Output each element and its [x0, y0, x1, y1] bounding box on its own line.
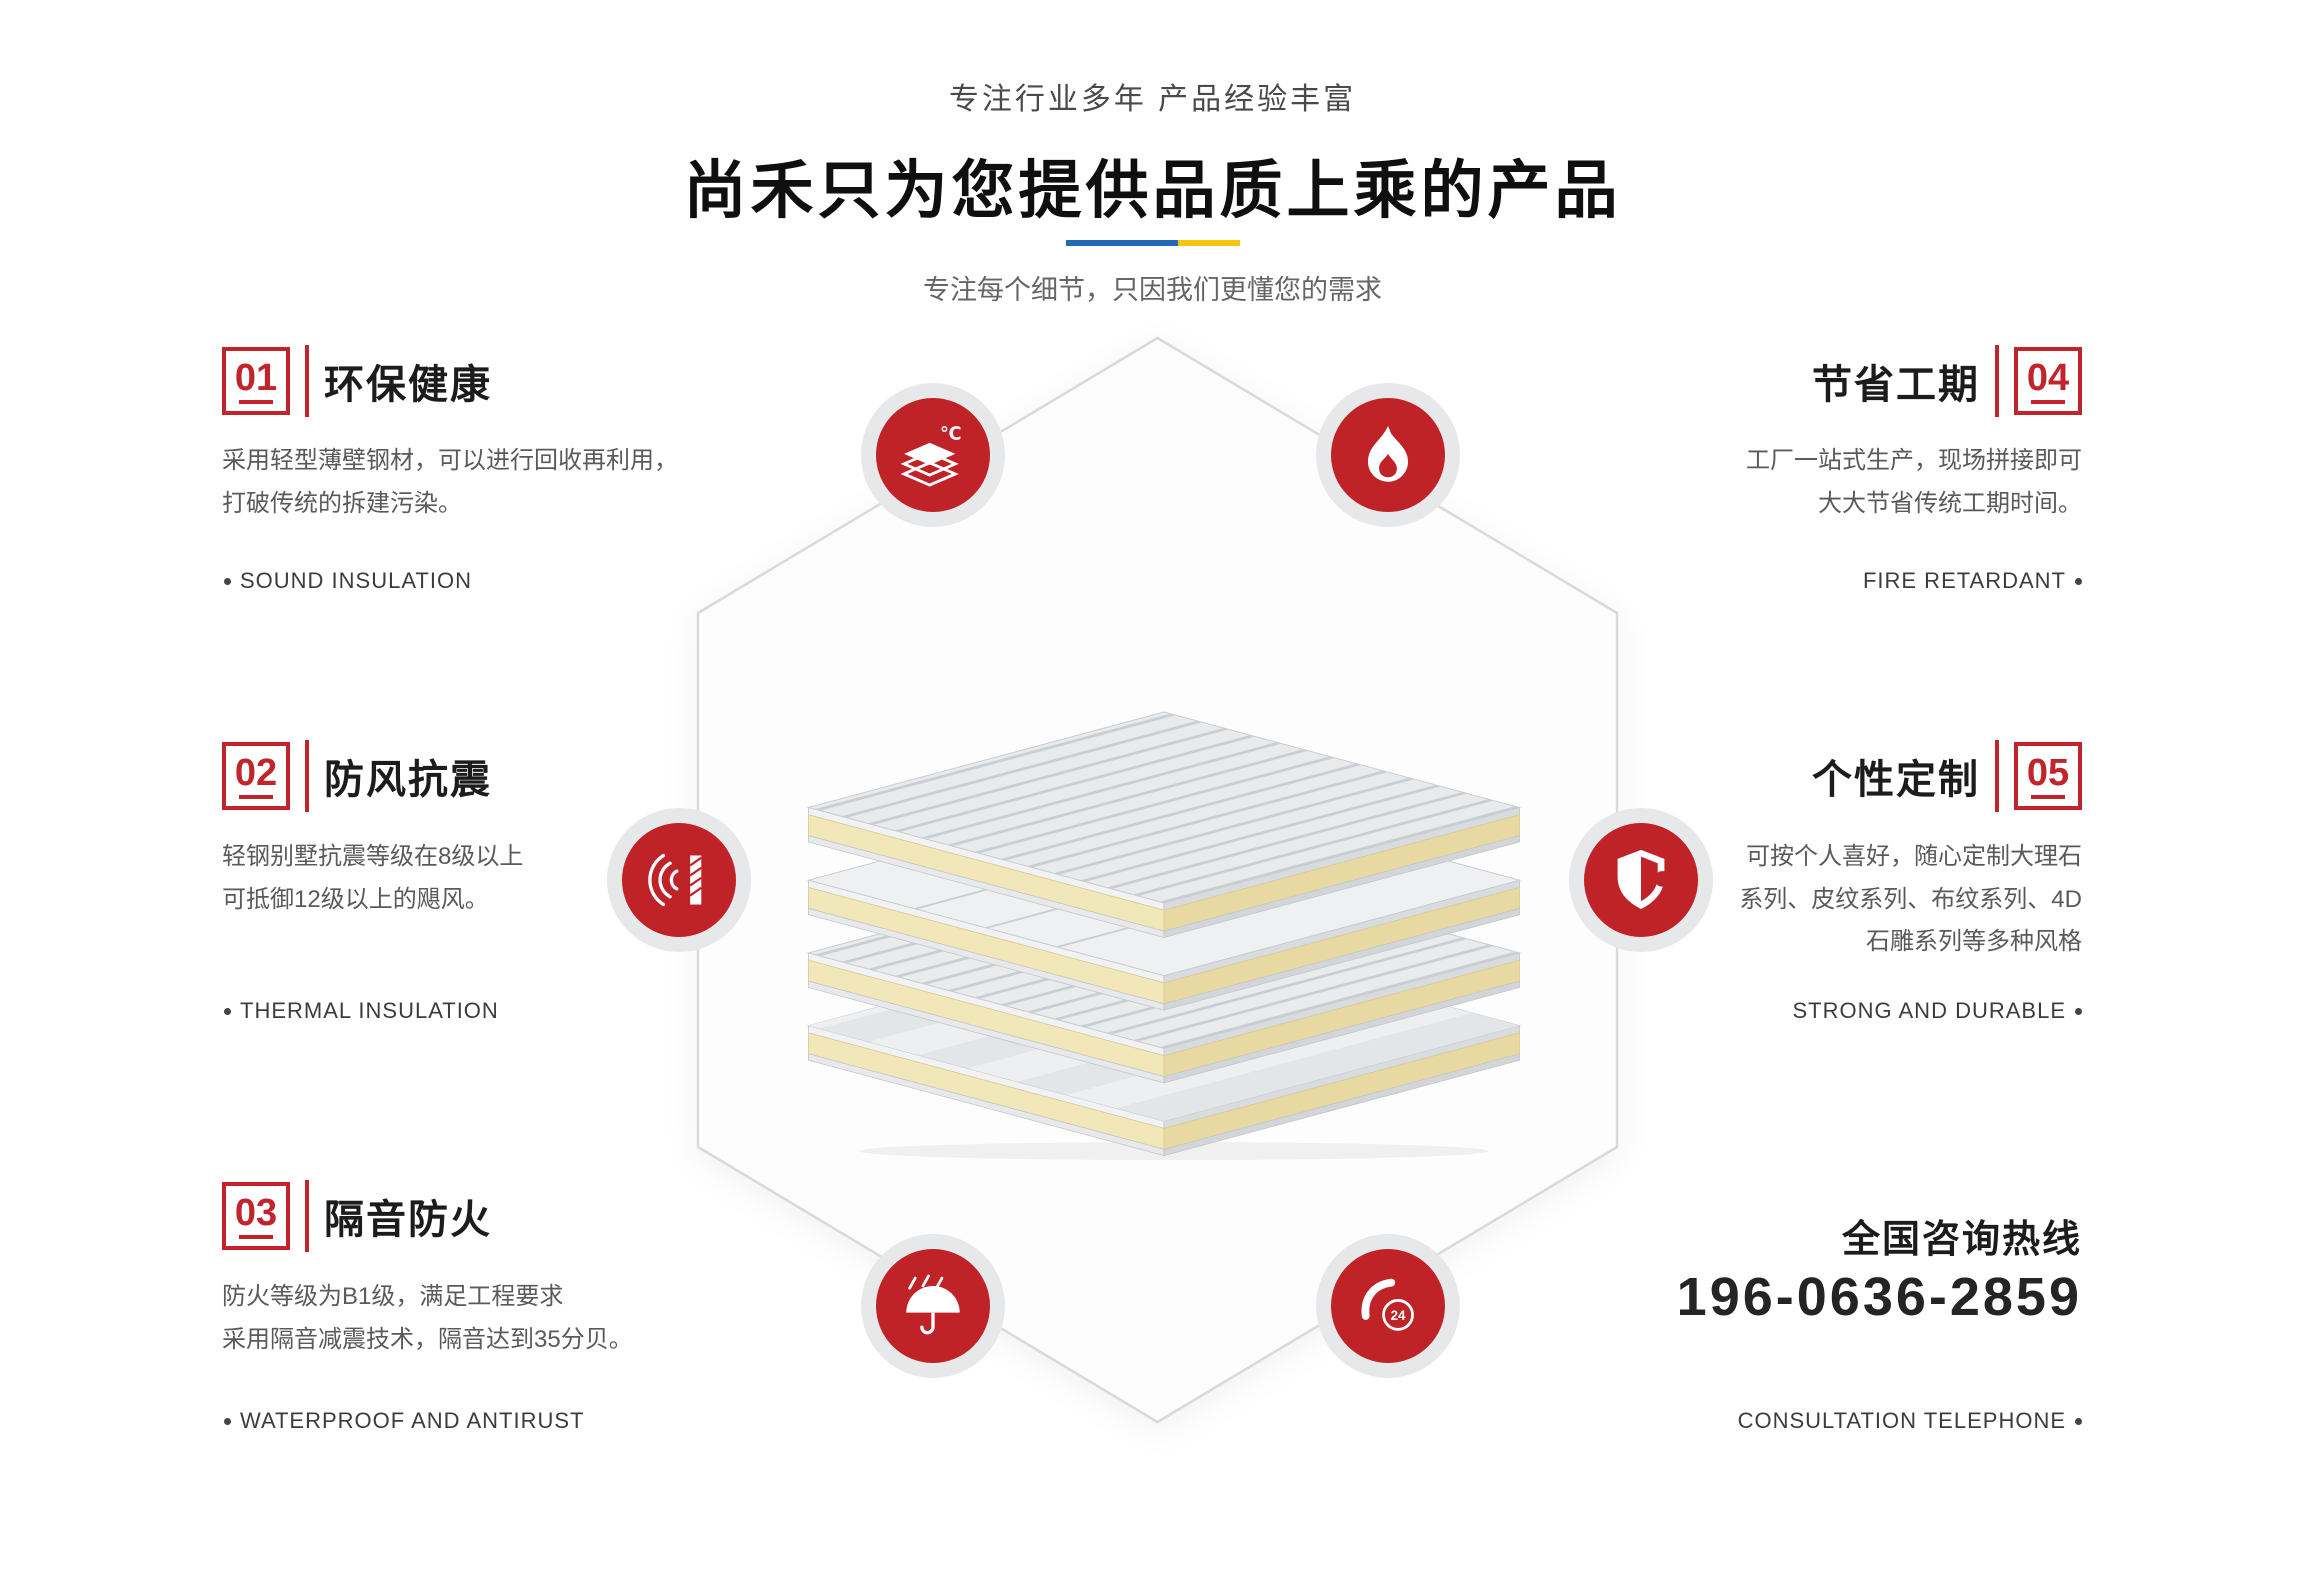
sandwich-panels-illustration	[806, 711, 1522, 1161]
feature-05-number-underline	[2031, 794, 2065, 799]
feature-02-number-box: 02	[222, 742, 290, 810]
feature-02-number: 02	[234, 751, 278, 794]
feature-04-number: 04	[2026, 356, 2070, 399]
feature-04-title: 节省工期	[1812, 363, 1980, 407]
bullet-dot-icon	[224, 1007, 231, 1015]
shield-icon	[1617, 849, 1670, 909]
feature-03-number-underline	[239, 1234, 273, 1239]
feature-02-tag: THERMAL INSULATION	[224, 998, 499, 1024]
feature-03-tag: WATERPROOF AND ANTIRUST	[224, 1408, 584, 1434]
soundproof-icon-badge	[607, 808, 751, 952]
feature-01-number-box: 01	[222, 347, 290, 415]
page-title: 尚禾只为您提供品质上乘的产品	[683, 156, 1622, 226]
phone-24-label: 24	[1391, 1308, 1406, 1323]
feature-05-divider	[1995, 740, 1999, 812]
header-eyebrow: 专注行业多年 产品经验丰富	[948, 83, 1357, 116]
feature-01-divider	[305, 345, 309, 417]
layers-temperature-icon: ℃	[900, 423, 962, 487]
eco-icon-circle: ℃	[876, 398, 990, 512]
feature-04-description: 工厂一站式生产，现场拼接即可 大大节省传统工期时间。	[1746, 447, 2082, 517]
divider-blue-segment	[1065, 240, 1178, 246]
hotline-phone-number: 196-0636-2859	[1676, 1267, 2082, 1327]
shield-icon-circle	[1584, 823, 1698, 937]
divider-gold-segment	[1177, 240, 1240, 246]
fire-icon-circle	[1331, 398, 1445, 512]
phone-24-icon: 24	[1361, 1278, 1414, 1331]
feature-block-04-head: 节省工期 04	[1812, 345, 2082, 417]
feature-03-number-box: 03	[222, 1182, 290, 1250]
feature-block-01-head: 01 环保健康	[222, 345, 492, 417]
feature-03-number: 03	[234, 1191, 278, 1234]
feature-01-description: 采用轻型薄壁钢材，可以进行回收再利用， 打破传统的拆建污染。	[222, 447, 678, 517]
feature-02-tag-label: THERMAL INSULATION	[240, 998, 499, 1023]
feature-03-divider	[305, 1180, 309, 1252]
umbrella-rain-icon	[906, 1274, 960, 1335]
feature-02-number-underline	[239, 794, 273, 799]
flame-icon	[1367, 426, 1409, 482]
feature-05-description: 可按个人喜好，随心定制大理石 系列、皮纹系列、布纹系列、4D 石雕系列等多种风格	[1739, 843, 2082, 956]
bullet-dot-icon	[224, 1417, 231, 1425]
feature-02-divider	[305, 740, 309, 812]
eco-icon-badge: ℃	[861, 383, 1005, 527]
title-divider	[0, 240, 2305, 246]
soundproof-icon-circle	[622, 823, 736, 937]
fire-icon-badge	[1316, 383, 1460, 527]
feature-05-number-box: 05	[2014, 742, 2082, 810]
feature-03-title: 隔音防火	[324, 1198, 492, 1242]
hotline-tag: CONSULTATION TELEPHONE	[1738, 1408, 2082, 1434]
waterproof-icon-badge	[861, 1234, 1005, 1378]
feature-03-description: 防火等级为B1级，满足工程要求 采用隔音减震技术，隔音达到35分贝。	[222, 1283, 633, 1353]
product-image-sandwich-panels	[778, 662, 1550, 1162]
feature-01-title: 环保健康	[324, 363, 492, 407]
bullet-dot-icon	[2075, 1417, 2082, 1425]
header-tagline: 专注每个细节，只因我们更懂您的需求	[923, 275, 1382, 305]
feature-04-number-box: 04	[2014, 347, 2082, 415]
feature-04-tag: FIRE RETARDANT	[1863, 568, 2082, 594]
feature-05-tag-label: STRONG AND DURABLE	[1792, 998, 2066, 1023]
feature-04-tag-label: FIRE RETARDANT	[1862, 568, 2066, 593]
feature-03-tag-label: WATERPROOF AND ANTIRUST	[240, 1408, 585, 1433]
bullet-dot-icon	[2075, 1007, 2082, 1015]
feature-01-number: 01	[234, 356, 278, 399]
hotline-label: 全国咨询热线	[1841, 1219, 2082, 1261]
feature-01-number-underline	[239, 399, 273, 404]
waterproof-icon-circle	[876, 1249, 990, 1363]
feature-block-05-head: 个性定制 05	[1812, 740, 2082, 812]
feature-01-tag-label: SOUND INSULATION	[240, 568, 472, 593]
feature-01-tag: SOUND INSULATION	[224, 568, 472, 594]
feature-02-description: 轻钢别墅抗震等级在8级以上 可抵御12级以上的飓风。	[222, 843, 524, 913]
hotline-icon-badge: 24	[1316, 1234, 1460, 1378]
soundproof-wall-icon	[648, 853, 702, 907]
feature-04-divider	[1995, 345, 1999, 417]
feature-block-02-head: 02 防风抗震	[222, 740, 492, 812]
hotline-tag-label: CONSULTATION TELEPHONE	[1737, 1408, 2066, 1433]
temperature-label: ℃	[940, 423, 962, 443]
feature-04-number-underline	[2031, 399, 2065, 404]
bullet-dot-icon	[2075, 577, 2082, 585]
feature-05-title: 个性定制	[1812, 758, 1980, 802]
feature-02-title: 防风抗震	[324, 758, 492, 802]
shield-icon-badge	[1569, 808, 1713, 952]
feature-05-number: 05	[2026, 751, 2070, 794]
feature-05-tag: STRONG AND DURABLE	[1792, 998, 2082, 1024]
bullet-dot-icon	[224, 577, 231, 585]
hotline-icon-circle: 24	[1331, 1249, 1445, 1363]
feature-block-03-head: 03 隔音防火	[222, 1180, 492, 1252]
